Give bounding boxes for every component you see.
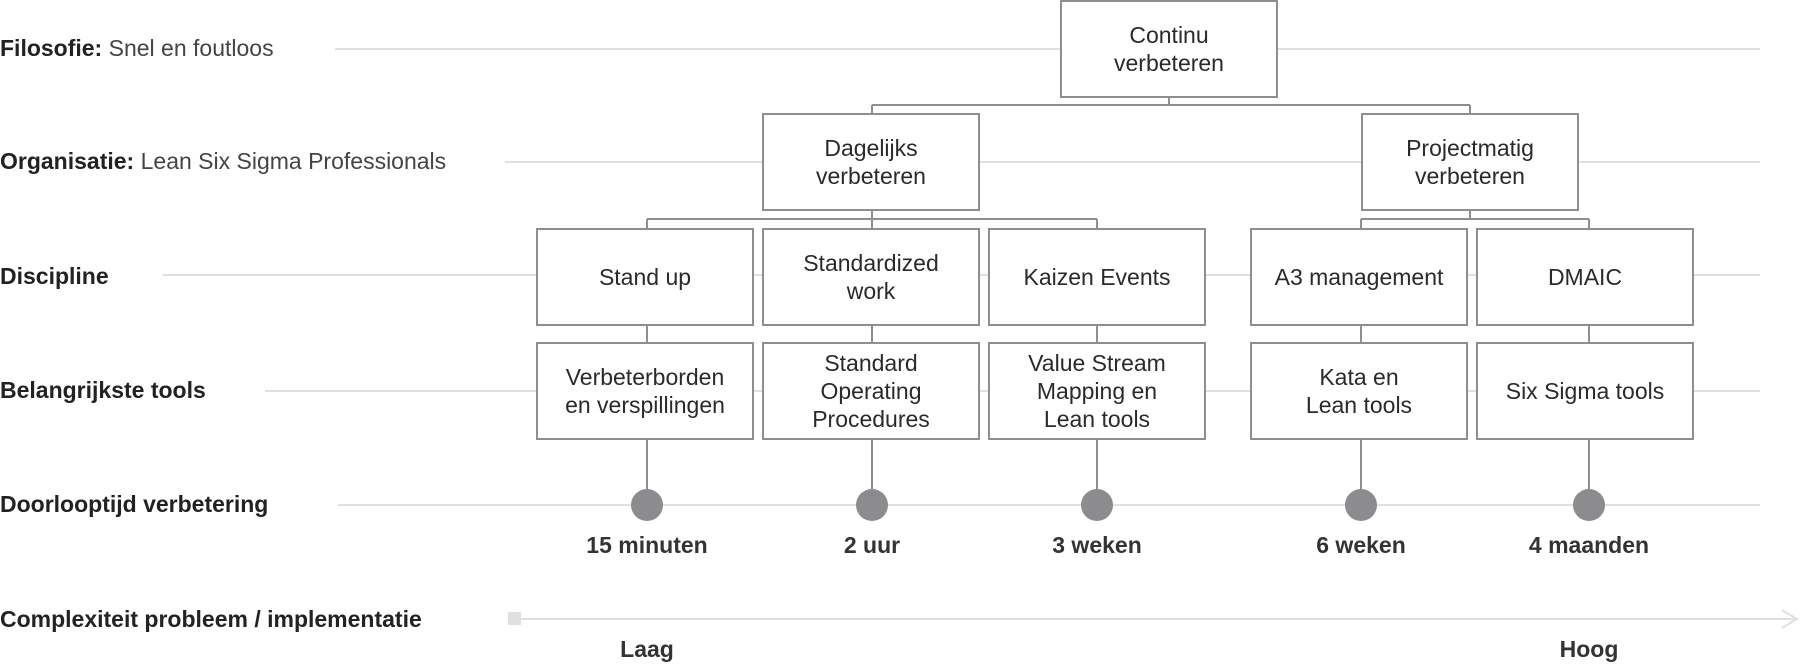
box-discipline-dmaic: DMAIC <box>1476 228 1694 326</box>
time-dot-5 <box>1573 489 1605 521</box>
row-value: Snel en foutloos <box>108 35 274 61</box>
box-discipline-stand-up: Stand up <box>536 228 754 326</box>
row-label-tools: Belangrijkste tools <box>0 376 206 404</box>
row-key: Belangrijkste tools <box>0 377 206 403</box>
box-tool-vsm: Value Stream Mapping en Lean tools <box>988 342 1206 440</box>
time-label-4: 6 weken <box>1316 532 1406 558</box>
box-continu-verbeteren: Continu verbeteren <box>1060 0 1278 98</box>
time-label-5: 4 maanden <box>1528 532 1650 558</box>
row-label-filosofie: Filosofie: Snel en foutloos <box>0 34 274 62</box>
box-tool-sop: Standard Operating Procedures <box>762 342 980 440</box>
row-label-doorlooptijd: Doorlooptijd verbetering <box>0 490 268 518</box>
time-dot-1 <box>631 489 663 521</box>
row-key: Organisatie: <box>0 148 135 174</box>
time-dot-3 <box>1081 489 1113 521</box>
time-label-3: 3 weken <box>1052 532 1142 558</box>
box-discipline-standardized-work: Standardized work <box>762 228 980 326</box>
row-value: Lean Six Sigma Professionals <box>140 148 447 174</box>
row-key: Discipline <box>0 263 109 289</box>
box-projectmatig-verbeteren: Projectmatig verbeteren <box>1361 113 1579 211</box>
axis-start-marker <box>508 612 521 625</box>
row-label-complexiteit: Complexiteit probleem / implementatie <box>0 605 422 633</box>
row-label-organisatie: Organisatie: Lean Six Sigma Professional… <box>0 147 446 175</box>
box-tool-six-sigma: Six Sigma tools <box>1476 342 1694 440</box>
axis-label-low: Laag <box>620 636 674 662</box>
axis-arrow-head <box>1781 609 1799 629</box>
time-label-1: 15 minuten <box>586 532 708 558</box>
time-dot-2 <box>856 489 888 521</box>
row-key: Filosofie: <box>0 35 103 61</box>
box-discipline-a3-management: A3 management <box>1250 228 1468 326</box>
box-tool-verbeterborden: Verbeterborden en verspillingen <box>536 342 754 440</box>
time-dot-4 <box>1345 489 1377 521</box>
box-dagelijks-verbeteren: Dagelijks verbeteren <box>762 113 980 211</box>
row-key: Doorlooptijd verbetering <box>0 491 269 517</box>
row-key: Complexiteit probleem / implementatie <box>0 606 422 632</box>
box-tool-kata: Kata en Lean tools <box>1250 342 1468 440</box>
axis-label-high: Hoog <box>1559 636 1619 662</box>
box-discipline-kaizen-events: Kaizen Events <box>988 228 1206 326</box>
time-label-2: 2 uur <box>843 532 901 558</box>
row-label-discipline: Discipline <box>0 262 109 290</box>
